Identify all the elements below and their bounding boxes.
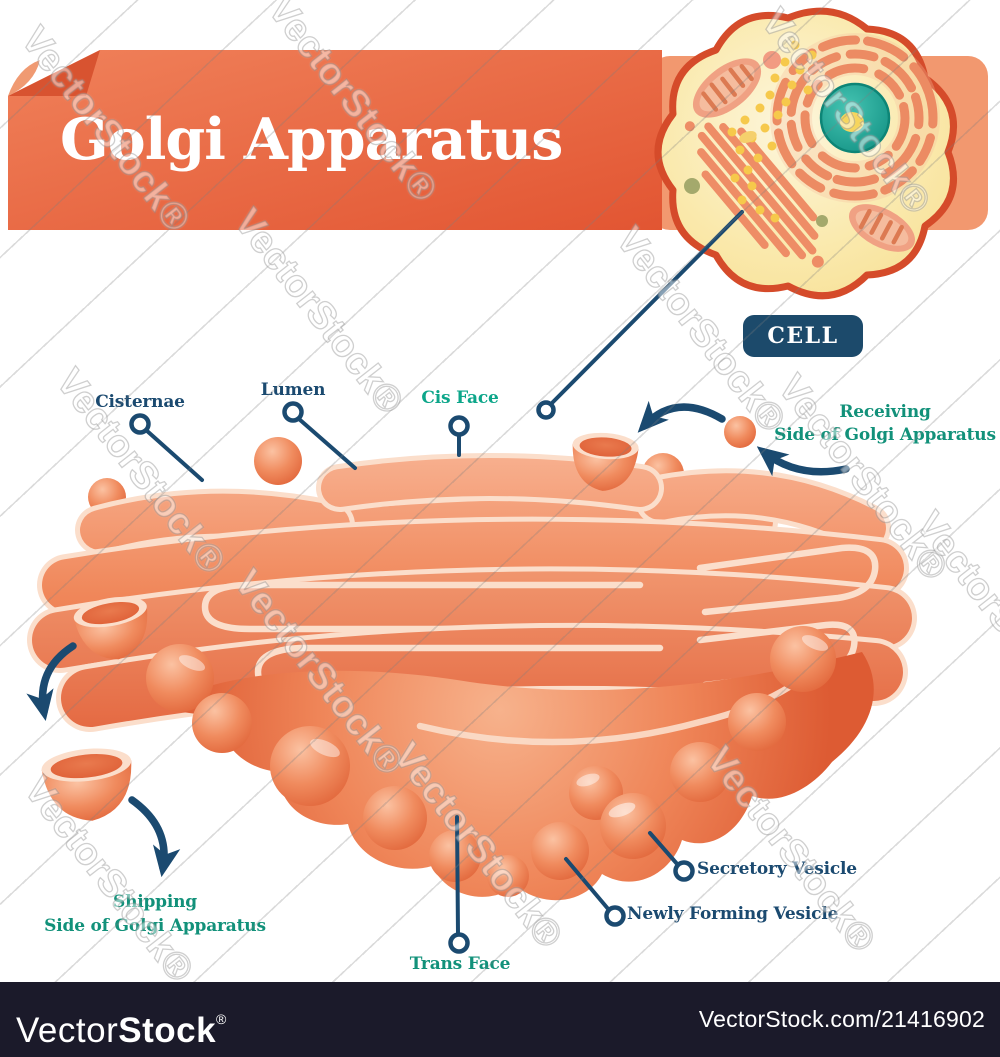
shipping-flow-arrows [26, 642, 181, 878]
cup-vesicle [41, 748, 132, 821]
golgi-stack-in-cell [684, 121, 824, 268]
label-trans-face: Trans Face [409, 954, 511, 974]
nucleolus [840, 112, 864, 132]
lumen-fold-line [696, 544, 879, 616]
endoplasmic-reticulum [770, 33, 940, 203]
receiving-flow-arrows [637, 400, 850, 477]
peroxisome-dot [739, 130, 757, 144]
label-newly-forming-vesicle: Newly Forming Vesicle [627, 904, 839, 924]
cell-badge: CELL [743, 315, 863, 357]
label-secretory-vesicle: Secretory Vesicle [697, 859, 857, 879]
leader-line-newly-forming-vesicle [564, 857, 626, 927]
cell-inset [654, 7, 957, 300]
leader-line-cis-face [448, 415, 470, 457]
label-lumen: Lumen [260, 380, 326, 400]
trans-network-blob [160, 652, 874, 901]
mitochondrion-icon [848, 204, 916, 252]
leader-line-lumen [282, 401, 357, 470]
cup-vesicle [572, 432, 639, 491]
registered-mark: ® [216, 1011, 227, 1027]
lysosome-dot [684, 178, 700, 194]
footer-bar: VectorStock® VectorStock.com/21416902 [0, 982, 1000, 1057]
logo-vector-text: Vector [16, 1011, 119, 1050]
logo-stock-text: Stock [118, 1011, 217, 1050]
leader-line-trans-face [448, 815, 470, 954]
ribosome-dots [727, 40, 817, 223]
vesicle-dot [763, 51, 781, 69]
annotations [26, 210, 850, 954]
vesicle-sphere [254, 437, 302, 485]
label-shipping-side: Shipping Side of Golgi Apparatus [44, 892, 266, 936]
mitochondrion-icon [692, 58, 762, 118]
label-cisternae: Cisternae [95, 392, 185, 412]
cup-vesicle [73, 596, 148, 660]
leader-line-secretory-vesicle [648, 831, 695, 882]
image-credit-url: VectorStock.com/21416902 [698, 1006, 985, 1032]
banner-ribbon [8, 50, 662, 230]
vesicle-spheres [146, 416, 836, 897]
golgi-apparatus-illustration [27, 416, 917, 901]
leader-line-cell-to-diagram [536, 210, 744, 420]
label-cis-face: Cis Face [421, 388, 499, 408]
banner-fold-curl [8, 60, 40, 96]
lumen-fold-line [201, 581, 659, 633]
banner-fold-shadow [8, 50, 100, 96]
vectorstock-logo: VectorStock® [16, 982, 226, 1057]
leader-line-cisternae [129, 413, 204, 482]
page-title: Golgi Apparatus [60, 106, 563, 173]
label-receiving-side: Receiving Side of Golgi Apparatus [774, 402, 996, 445]
lysosome-dot [816, 215, 828, 227]
